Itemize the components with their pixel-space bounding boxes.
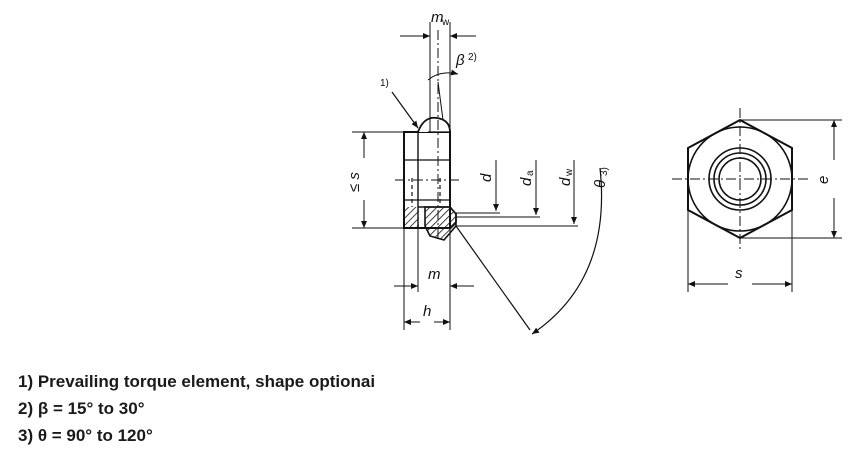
d-label: d <box>478 173 495 182</box>
beta-superscript: 2) <box>468 52 477 63</box>
h-label: h <box>423 303 431 320</box>
m-label: m <box>428 266 441 283</box>
top-view-labels: e s <box>735 176 832 282</box>
footnote-1: 1) Prevailing torque element, shape opti… <box>18 372 376 391</box>
side-view <box>352 22 603 335</box>
dw-subscript: w <box>564 168 575 177</box>
footnote-3: 3) θ = 90° to 120° <box>18 426 153 445</box>
e-label: e <box>815 176 832 184</box>
technical-drawing: m w β 2) 1) ≤ s d d a d w θ 3) m h <box>346 9 842 335</box>
side-view-labels: m w β 2) 1) ≤ s d d a d w θ 3) m h <box>346 9 610 320</box>
section-hatching <box>405 206 457 241</box>
top-view <box>672 108 842 292</box>
s-max-label: ≤ s <box>346 172 363 192</box>
da-subscript: a <box>525 170 536 176</box>
footnotes: 1) Prevailing torque element, shape opti… <box>18 368 375 449</box>
beta-label: β <box>455 52 465 69</box>
da-label: d <box>518 177 535 186</box>
theta-superscript: 3) <box>599 167 610 176</box>
mw-subscript: w <box>441 17 450 28</box>
s-label: s <box>735 265 743 282</box>
theta-label: θ <box>592 180 609 188</box>
dw-label: d <box>557 177 574 186</box>
callout-1-label: 1) <box>380 78 389 89</box>
mw-label: m <box>431 9 444 26</box>
footnote-2: 2) β = 15° to 30° <box>18 399 145 418</box>
